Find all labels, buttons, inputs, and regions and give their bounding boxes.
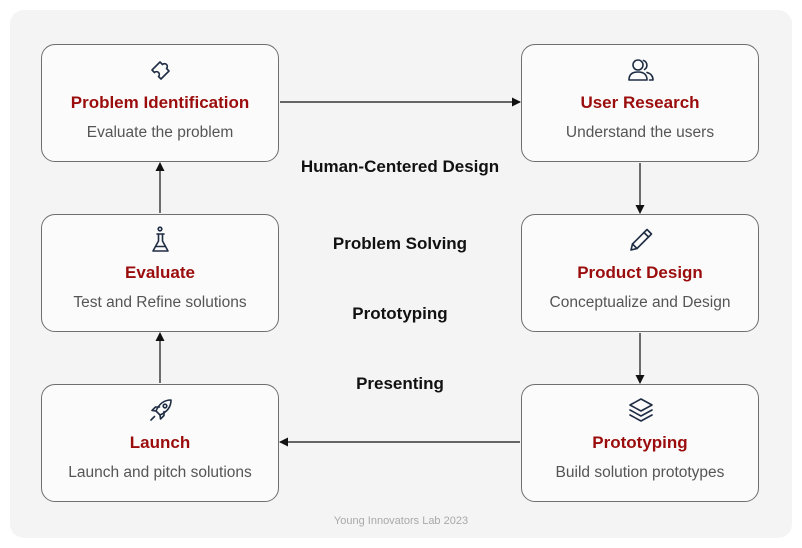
node-title: Prototyping <box>592 433 688 452</box>
puzzle-icon <box>146 55 176 85</box>
node-title: User Research <box>580 93 700 112</box>
node-prototyping[interactable]: Prototyping Build solution prototypes <box>521 384 759 502</box>
label-presenting: Presenting <box>356 374 444 393</box>
node-title: Problem Identification <box>70 93 250 112</box>
node-problem-identification[interactable]: Problem Identification Evaluate the prob… <box>41 44 279 162</box>
pencil-icon <box>626 225 656 255</box>
label-human-centered-design: Human-Centered Design <box>300 157 500 176</box>
node-description: Evaluate the problem <box>86 124 234 141</box>
node-description: Conceptualize and Design <box>549 294 731 311</box>
node-product-design[interactable]: Product Design Conceptualize and Design <box>521 214 759 332</box>
node-description: Build solution prototypes <box>555 464 725 481</box>
node-description: Understand the users <box>565 124 715 141</box>
users-icon <box>626 55 656 85</box>
layers-icon <box>626 395 656 425</box>
node-title: Launch <box>129 433 191 452</box>
label-problem-solving: Problem Solving <box>332 234 468 253</box>
label-prototyping: Prototyping <box>352 304 448 323</box>
node-description: Launch and pitch solutions <box>68 464 252 481</box>
node-user-research[interactable]: User Research Understand the users <box>521 44 759 162</box>
node-launch[interactable]: Launch Launch and pitch solutions <box>41 384 279 502</box>
node-evaluate[interactable]: Evaluate Test and Refine solutions <box>41 214 279 332</box>
node-title: Product Design <box>577 263 703 282</box>
rocket-icon <box>146 395 176 425</box>
node-title: Evaluate <box>125 263 195 282</box>
footer-credit: Young Innovators Lab 2023 <box>333 515 469 527</box>
node-description: Test and Refine solutions <box>73 294 247 311</box>
flask-icon <box>146 225 176 255</box>
